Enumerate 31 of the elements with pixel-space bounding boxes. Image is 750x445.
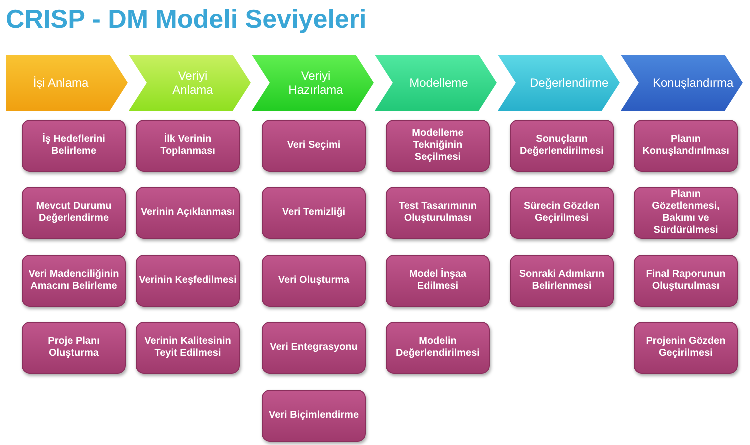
task-box: Modelleme Tekniğinin Seçilmesi bbox=[386, 120, 490, 172]
phase-banner: Veriyi Hazırlama bbox=[252, 55, 374, 111]
title: CRISP - DM Modeli Seviyeleri bbox=[6, 4, 367, 35]
task-box: Sonraki Adımların Belirlenmesi bbox=[510, 255, 614, 307]
task-box: Sürecin Gözden Geçirilmesi bbox=[510, 187, 614, 239]
phase-banner: Değerlendirme bbox=[498, 55, 620, 111]
phase-banner: Veriyi Anlama bbox=[129, 55, 251, 111]
phase-banner: İşi Anlama bbox=[6, 55, 128, 111]
task-box: Verinin Keşfedilmesi bbox=[136, 255, 240, 307]
task-box: Planın Konuşlandırılması bbox=[634, 120, 738, 172]
task-box: Projenin Gözden Geçirilmesi bbox=[634, 322, 738, 374]
task-box: Veri Oluşturma bbox=[262, 255, 366, 307]
task-box: Final Raporunun Oluşturulması bbox=[634, 255, 738, 307]
task-box: Veri Entegrasyonu bbox=[262, 322, 366, 374]
task-box: Veri Temizliği bbox=[262, 187, 366, 239]
task-box: İlk Verinin Toplanması bbox=[136, 120, 240, 172]
task-box: Mevcut Durumu Değerlendirme bbox=[22, 187, 126, 239]
task-box: Verinin Kalitesinin Teyit Edilmesi bbox=[136, 322, 240, 374]
task-box: Verinin Açıklanması bbox=[136, 187, 240, 239]
task-box: Proje Planı Oluşturma bbox=[22, 322, 126, 374]
phase-banner: Konuşlandırma bbox=[621, 55, 743, 111]
task-box: Veri Madenciliğinin Amacını Belirleme bbox=[22, 255, 126, 307]
phase-banner: Modelleme bbox=[375, 55, 497, 111]
task-box: Veri Seçimi bbox=[262, 120, 366, 172]
task-box: Veri Biçimlendirme bbox=[262, 390, 366, 442]
task-box: Model İnşaa Edilmesi bbox=[386, 255, 490, 307]
task-box: Modelin Değerlendirilmesi bbox=[386, 322, 490, 374]
task-box: Planın Gözetlenmesi, Bakımı ve Sürdürülmesi bbox=[634, 187, 738, 239]
task-box: Test Tasarımının Oluşturulması bbox=[386, 187, 490, 239]
task-box: İş Hedeflerini Belirleme bbox=[22, 120, 126, 172]
task-box: Sonuçların Değerlendirilmesi bbox=[510, 120, 614, 172]
